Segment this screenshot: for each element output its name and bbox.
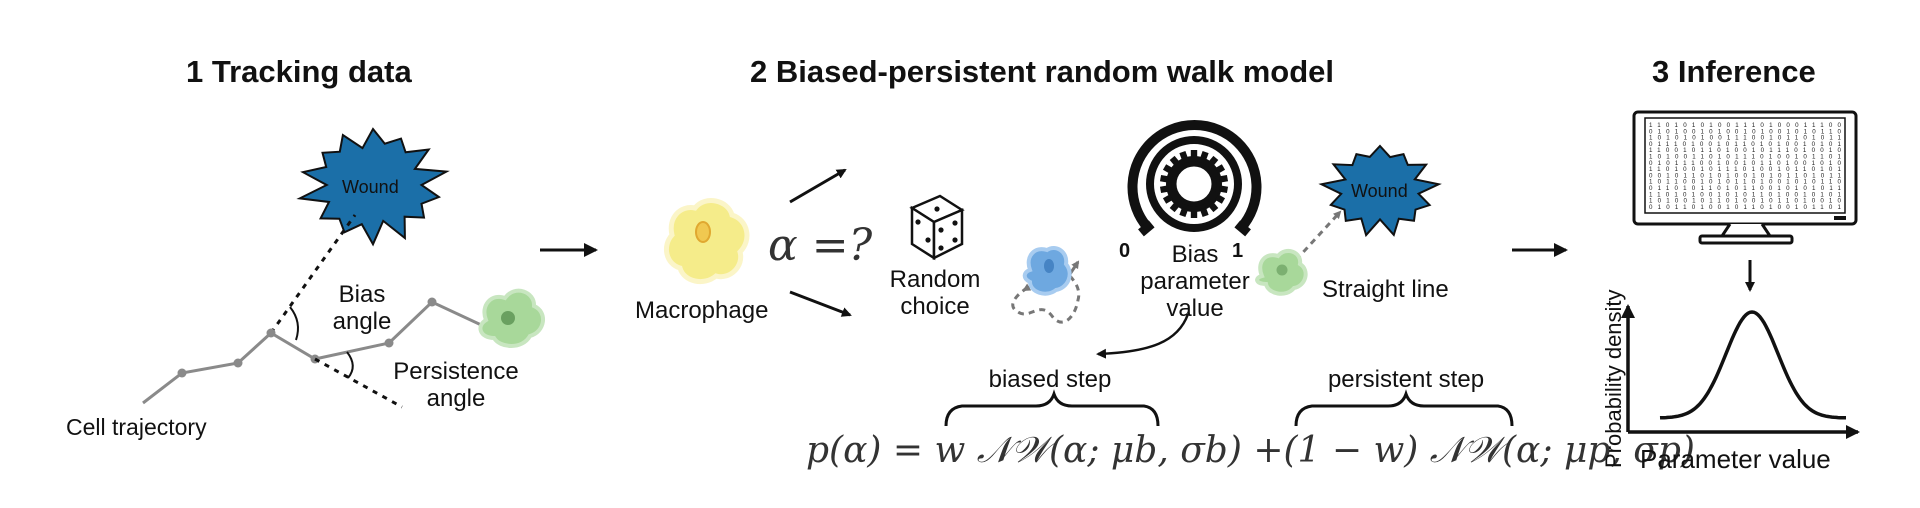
binary-row: 11001011010010111010010 (1649, 147, 1842, 154)
green-cell-nucleus (501, 311, 515, 325)
dial-min-label: 0 (1119, 240, 1131, 262)
biased-step-brace (944, 389, 1160, 427)
monitor-led (1834, 216, 1846, 220)
binary-row: 01101011010110010101011 (1649, 185, 1842, 192)
binary-row: 11010100101011010010101 (1649, 191, 1842, 198)
bias-angle-label: Bias angle (332, 281, 392, 335)
wound-star-panel-1 (296, 127, 450, 247)
binary-row: 00101101010010101101011 (1649, 172, 1842, 179)
binary-row: 10100101101001011010010 (1649, 198, 1842, 205)
y-axis-label: Probability density (1601, 289, 1626, 468)
monitor-stand (1719, 223, 1773, 238)
binary-text: 1101010100111010001110001010010100101001… (1649, 122, 1842, 211)
bias-to-equation-arrow (1096, 313, 1190, 359)
green-cell-2-nucleus (1276, 264, 1288, 276)
persistence-angle-label: Persistence angle (393, 358, 519, 412)
persistent-step-label: persistent step (1327, 366, 1485, 393)
dial-max-label: 1 (1232, 240, 1244, 262)
wound-label-panel-2: Wound (1351, 181, 1408, 201)
dial-max-tick (1234, 220, 1251, 237)
binary-row: 01110100101101010010101 (1649, 141, 1842, 148)
cell-trajectory-label: Cell trajectory (66, 414, 207, 440)
macrophage-nucleus (695, 221, 711, 243)
dial-center (1171, 161, 1217, 207)
panel-3-inference: 1101010100111010001110001010010100101001… (1621, 110, 1860, 439)
random-choice-label: Random choice (889, 266, 981, 320)
binary-row: 11010101001110100011100 (1649, 122, 1842, 129)
macrophage-label: Macrophage (635, 297, 769, 324)
panel-2-title: 2 Biased-persistent random walk model (750, 54, 1335, 89)
wound-star-panel-2 (1318, 144, 1442, 238)
binary-row: 01010010100101001010110 (1649, 128, 1842, 135)
monitor-screen (1644, 117, 1846, 214)
density-curve (1659, 310, 1846, 420)
random-walk-path (1011, 266, 1081, 324)
dice-pips (915, 206, 958, 251)
binary-row: 11010010111010010110101 (1649, 166, 1842, 173)
bias-direction-line (269, 214, 357, 334)
blue-cell-nucleus (1044, 259, 1054, 273)
x-axis-label: Parameter value (1640, 444, 1831, 474)
panel-2-model (663, 119, 1514, 427)
wound-label-panel-1: Wound (342, 177, 399, 197)
binary-row: 10101010011100101101011 (1649, 135, 1842, 142)
biased-step-label: biased step (988, 366, 1112, 393)
binary-row: 10110010101101001010110 (1649, 179, 1842, 186)
cell-trajectory-path (142, 300, 493, 405)
arrow-to-bias-dial (789, 290, 852, 317)
dice-icon (909, 194, 965, 261)
panel-1-tracking (142, 127, 545, 409)
dial-outer-ring (1127, 119, 1262, 232)
bias-parameter-label: Bias parameter value (1140, 241, 1250, 322)
persistence-angle-arc (346, 351, 354, 379)
monitor-base (1698, 234, 1794, 245)
arrow-to-random-choice (789, 168, 847, 204)
persistent-step-brace (1294, 389, 1514, 427)
straight-line-label: Straight line (1322, 276, 1449, 303)
panel-3-title: 3 Inference (1652, 54, 1816, 89)
dial-middle-ring (1146, 136, 1242, 232)
mixture-equation: p(α) = w 𝒩𝒲(α; μb, σb) +(1 − w) 𝒩𝒲(α; μp… (806, 430, 1695, 471)
bias-dial (1127, 119, 1262, 237)
bias-angle-arc (289, 306, 299, 341)
binary-row: 01011010010110100101101 (1649, 204, 1842, 211)
binary-row: 10100110101110100101101 (1649, 154, 1842, 161)
panel-1-title: 1 Tracking data (186, 54, 412, 89)
dial-min-tick (1138, 220, 1155, 237)
straight-line-path (1294, 210, 1342, 262)
binary-row: 01011100100101101001010 (1649, 160, 1842, 167)
alpha-question: α =? (768, 220, 873, 271)
